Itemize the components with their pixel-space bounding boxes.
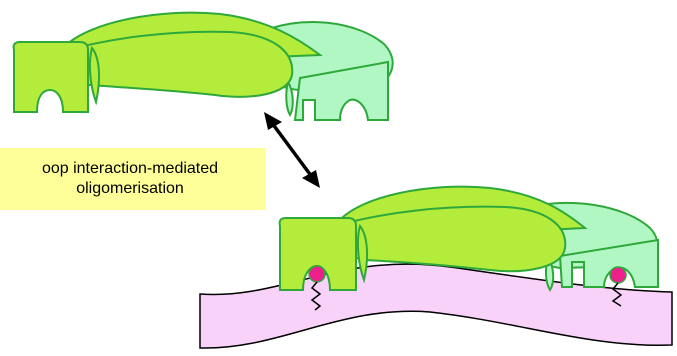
- label-line-1: oop interaction-mediated: [42, 159, 218, 179]
- oligomerisation-label: oop interaction-mediated oligomerisation: [0, 148, 266, 210]
- lipid-head-icon: [309, 266, 325, 282]
- lipid-head-icon: [610, 267, 626, 283]
- double-arrow-icon: [264, 112, 320, 188]
- left-block-unbound: [14, 42, 88, 112]
- protein-unbound: [14, 13, 393, 120]
- label-line-2: oligomerisation: [76, 179, 184, 199]
